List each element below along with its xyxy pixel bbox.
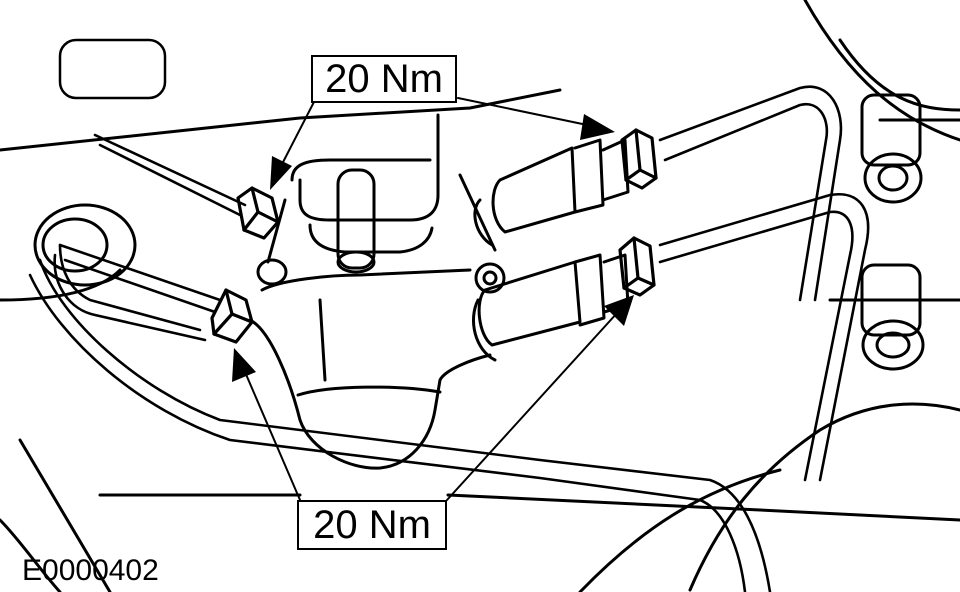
torque-callout-top: 20 Nm: [311, 55, 457, 103]
fuel-lines: [28, 85, 870, 592]
nut-lower-left: [210, 288, 254, 344]
background-fittings: [860, 93, 925, 371]
arrow-head-bottom-right: [604, 295, 634, 326]
arrow-head-top-left: [270, 156, 292, 190]
arrow-head-bottom-left: [232, 348, 256, 382]
nut-upper-right: [620, 128, 658, 190]
line-connectors: [472, 138, 630, 362]
left-boss: [33, 203, 137, 287]
nut-lower-right: [618, 236, 656, 297]
arrow-bottom-left-line: [241, 364, 301, 501]
arrow-bottom-right-line: [446, 311, 619, 501]
figure-id-label: E0000402: [22, 554, 159, 587]
arrow-top-right-line: [457, 97, 593, 127]
regulator-body: [248, 113, 506, 470]
arrow-top-left-line: [279, 99, 316, 169]
hex-nuts: [210, 128, 658, 344]
leader-arrows: [241, 97, 619, 501]
nut-upper-left: [236, 186, 280, 240]
torque-callout-bottom: 20 Nm: [297, 500, 447, 550]
arrow-head-top-right: [580, 114, 615, 140]
arrow-heads: [232, 114, 634, 382]
